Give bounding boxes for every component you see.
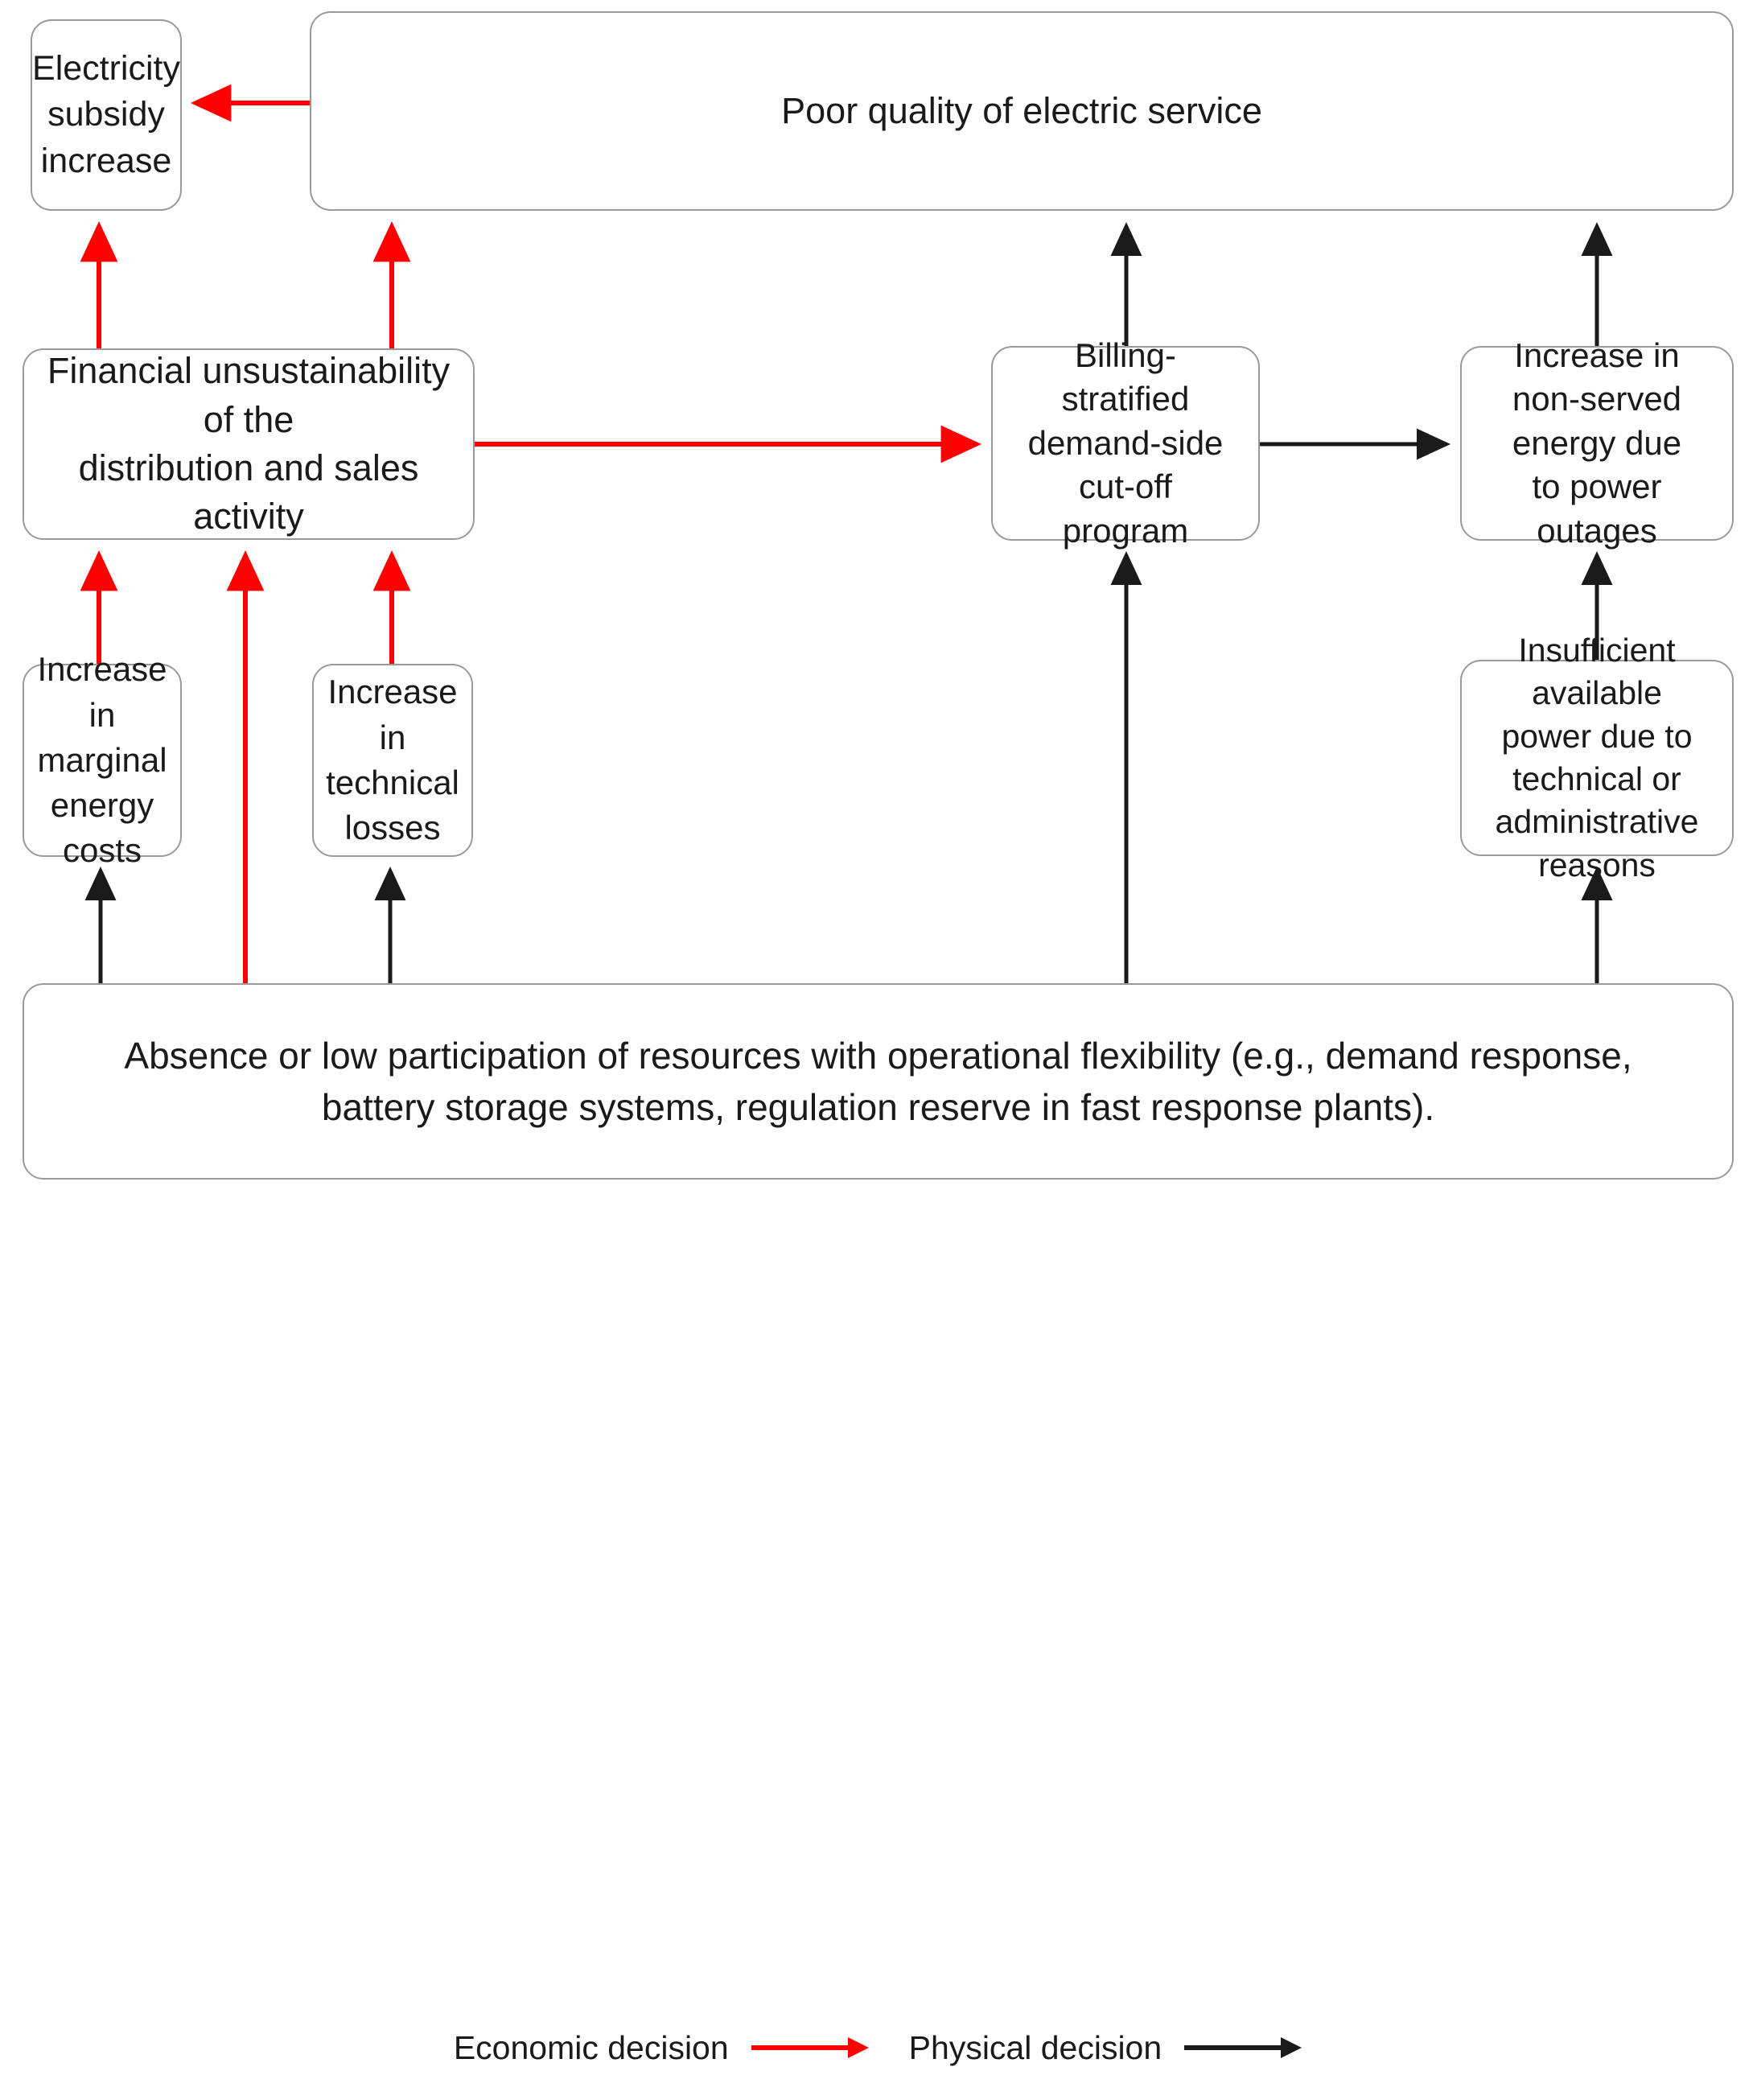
node-label: Absence or low participation of resource… — [124, 1034, 1632, 1128]
node-label: Increase in non-served energy due to pow… — [1512, 336, 1682, 550]
node-poor-quality-of-electric-service[interactable]: Poor quality of electric service — [310, 11, 1734, 211]
legend-label-economic: Economic decision — [453, 2028, 729, 2066]
node-insufficient-available-power[interactable]: Insufficient available power due to tech… — [1460, 632, 1734, 883]
node-electricity-subsidy-increase[interactable]: Electricity subsidy increase — [31, 19, 182, 211]
arrow-right-icon — [1184, 2037, 1302, 2058]
legend-entry-physical: Physical decision — [909, 2029, 1304, 2067]
legend-label-physical: Physical decision — [908, 2028, 1162, 2066]
node-increase-non-served-energy[interactable]: Increase in non-served energy due to pow… — [1460, 336, 1734, 550]
arrow-right-icon — [751, 2037, 869, 2058]
node-increase-marginal-energy-costs[interactable]: Increase in marginal energy costs — [23, 650, 182, 869]
legend: Economic decision Physical decision — [0, 2011, 1757, 2084]
node-label: Electricity subsidy increase — [32, 48, 180, 180]
legend-entry-economic: Economic decision — [454, 2029, 870, 2067]
node-absence-of-flexible-resources[interactable]: Absence or low participation of resource… — [23, 983, 1734, 1180]
node-label: Billing- stratified demand-side cut-off … — [1027, 336, 1224, 550]
node-increase-technical-losses[interactable]: Increase in technical losses — [312, 664, 473, 857]
node-label: Poor quality of electric service — [781, 89, 1262, 131]
node-financial-unsustainability[interactable]: Financial unsustainability of the distri… — [23, 348, 475, 540]
node-billing-stratified-cutoff-program[interactable]: Billing- stratified demand-side cut-off … — [991, 336, 1260, 550]
node-label: Insufficient available power due to tech… — [1495, 632, 1699, 883]
node-label: Financial unsustainability of the distri… — [47, 350, 451, 537]
node-label: Increase in technical losses — [326, 673, 459, 847]
node-label: Increase in marginal energy costs — [37, 650, 167, 870]
